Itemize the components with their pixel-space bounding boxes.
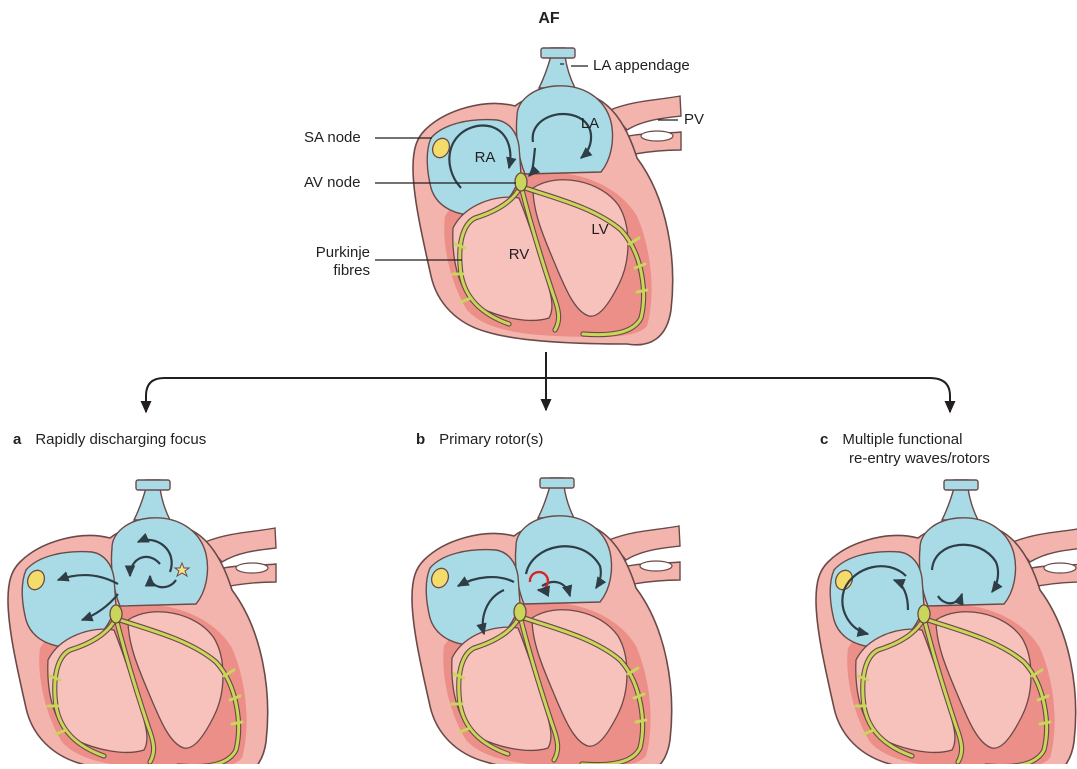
- la-chamber-label: LA: [581, 115, 599, 133]
- main-heart-illustration: [413, 48, 681, 345]
- lv-chamber-label: LV: [591, 221, 608, 239]
- la-appendage-label: LA appendage: [593, 57, 690, 75]
- sa-node-label: SA node: [304, 129, 361, 147]
- rv-chamber-label: RV: [509, 246, 530, 264]
- branch-connectors: [146, 352, 950, 412]
- ra-chamber-label: RA: [475, 149, 496, 167]
- pv-label: PV: [684, 111, 704, 129]
- av-node-label: AV node: [304, 174, 360, 192]
- purkinje-label: Purkinje fibres: [304, 244, 370, 280]
- panel-c-heart: [816, 480, 1077, 764]
- panel-b-heart: [412, 478, 680, 764]
- diagram-title: AF: [538, 10, 559, 28]
- panel-a-heart: [8, 480, 276, 764]
